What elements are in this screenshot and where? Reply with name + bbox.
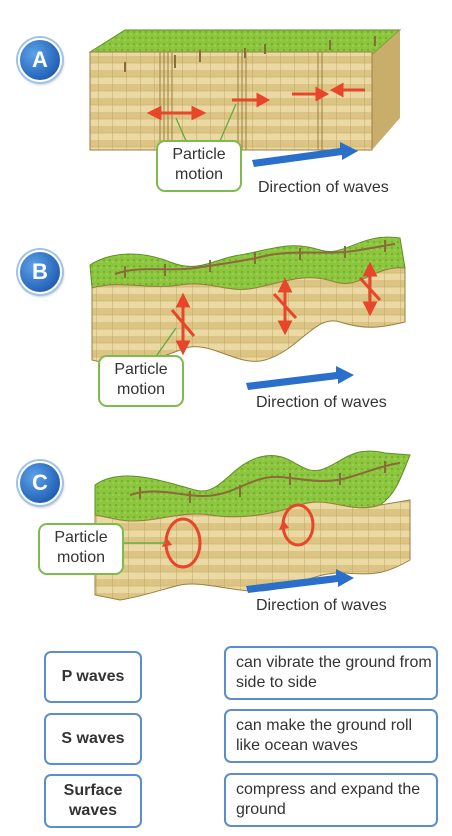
panel-a: A Particle motion Direction of waves	[0, 0, 452, 210]
description-box[interactable]: compress and expand the ground	[224, 773, 438, 827]
wave-type-box[interactable]: Surface waves	[44, 774, 142, 828]
wave-type-box[interactable]: S waves	[44, 713, 142, 765]
description-box[interactable]: can make the ground roll like ocean wave…	[224, 709, 438, 763]
direction-label: Direction of waves	[258, 179, 389, 196]
direction-arrow-icon	[252, 142, 358, 167]
panel-c: C Particle motion Direction of waves	[0, 425, 452, 630]
panel-letter-badge: C	[18, 461, 62, 505]
panel-letter-badge: B	[18, 250, 62, 294]
direction-label: Direction of waves	[256, 394, 387, 411]
direction-label: Direction of waves	[256, 597, 387, 614]
panel-b: B Particle motion Direction of waves	[0, 210, 452, 425]
direction-arrow-icon	[246, 569, 354, 593]
p-wave-block-illustration	[88, 29, 402, 167]
particle-motion-callout: Particle motion	[156, 140, 242, 192]
direction-arrow-icon	[246, 366, 354, 390]
s-wave-block-illustration	[89, 236, 406, 390]
particle-motion-callout: Particle motion	[38, 523, 124, 575]
particle-motion-callout: Particle motion	[98, 355, 184, 407]
wave-type-box[interactable]: P waves	[44, 651, 142, 703]
panel-letter-badge: A	[18, 38, 62, 82]
description-box[interactable]: can vibrate the ground from side to side	[224, 646, 438, 700]
